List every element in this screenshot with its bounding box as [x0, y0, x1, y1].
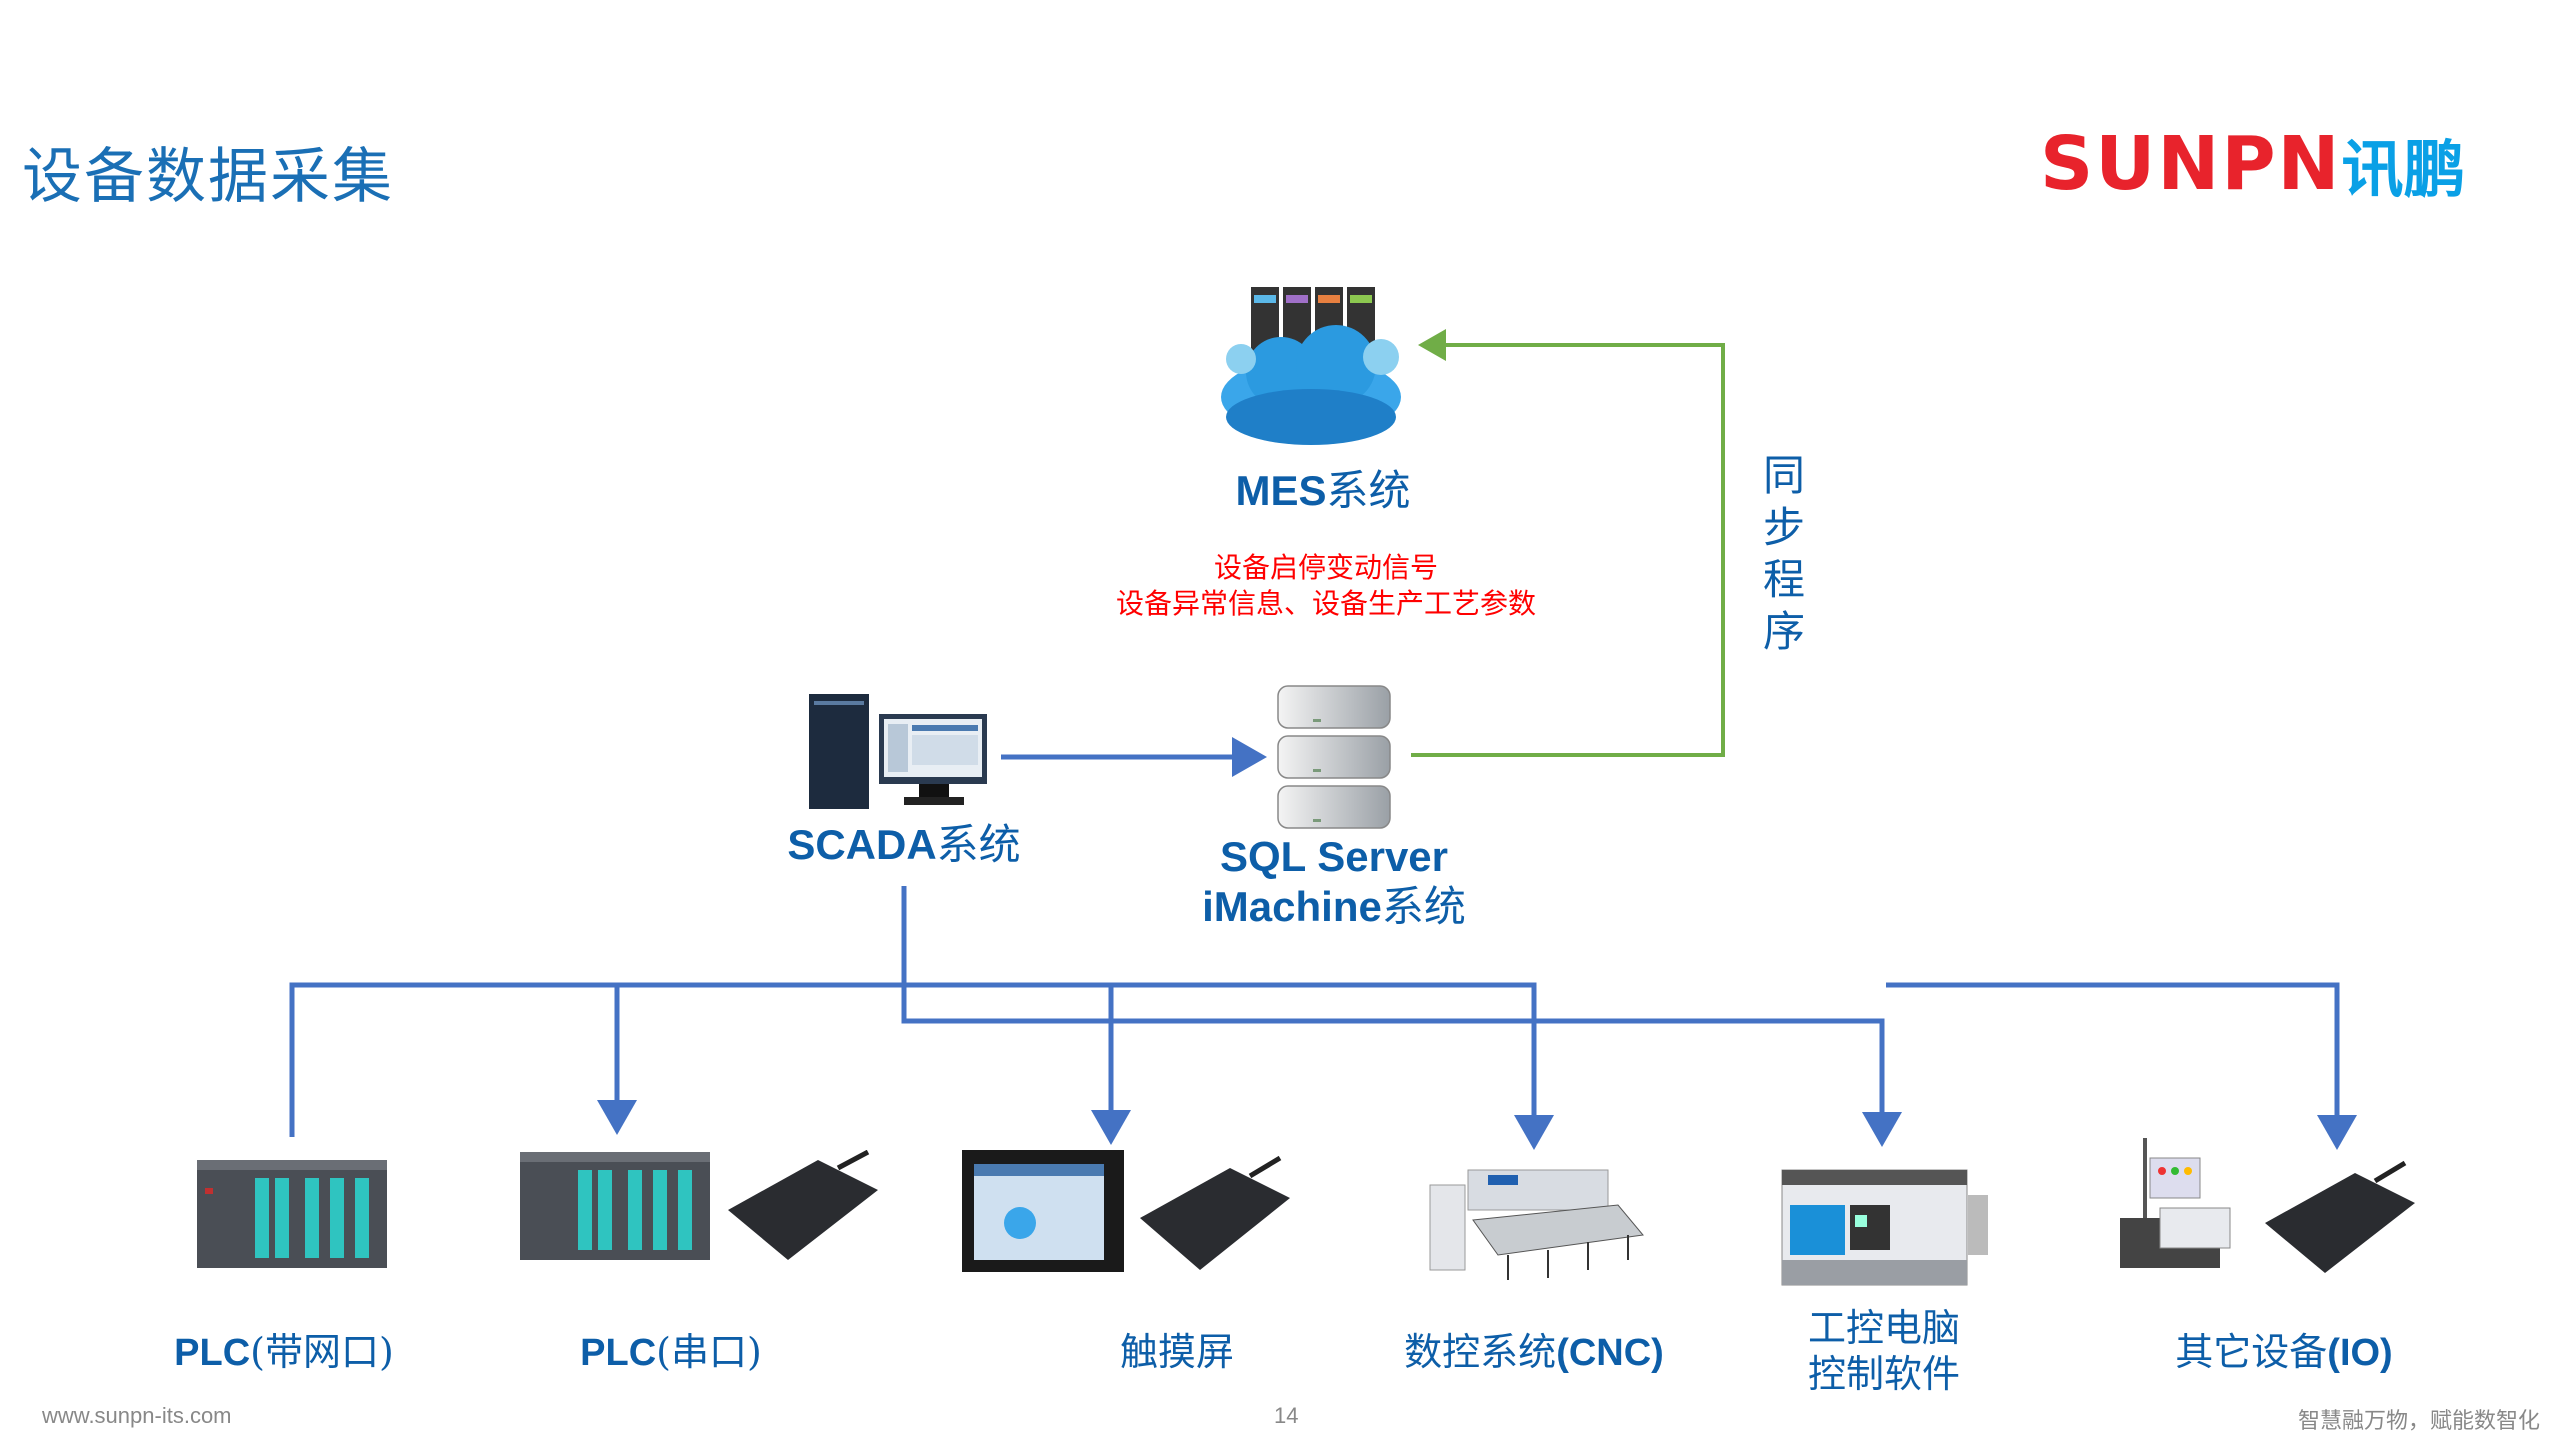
sql-server-label: SQL Server iMachine系统 [1202, 832, 1466, 933]
cnc-machine-icon [1429, 1169, 1644, 1280]
device-label-cnc: 数控系统(CNC) [1404, 1330, 1664, 1374]
sync-arrow [1411, 329, 1725, 757]
device-label-plc-ethernet: PLC(带网口) [174, 1330, 394, 1374]
scada-to-ipc-line [901, 886, 1902, 1147]
database-server-icon [1277, 685, 1391, 829]
device-label-touchscreen: 触摸屏 [1119, 1330, 1235, 1374]
logo-text-en: SUNPN [2040, 121, 2342, 207]
footer-website: www.sunpn-its.com [42, 1403, 232, 1428]
io-device-gateway-icon [2120, 1138, 2415, 1273]
sql-line-1: SQL Server [1219, 833, 1449, 880]
footer-slogan: 智慧融万物，赋能数智化 [2297, 1408, 2540, 1433]
page-number: 14 [1274, 1403, 1299, 1428]
device-label-io: 其它设备(IO) [2175, 1330, 2393, 1374]
sync-program-label: 同步程序 [1762, 451, 1805, 656]
computer-workstation-icon [809, 694, 987, 809]
plc-gateway-icon [520, 1150, 878, 1260]
plc-icon [197, 1160, 387, 1268]
laser-machine-icon [1781, 1169, 1988, 1286]
note-line-1: 设备启停变动信号 [1213, 551, 1439, 584]
device-label-ipc: 工控电脑控制软件 [1807, 1306, 1961, 1396]
bus-line-left [289, 982, 1554, 1150]
note-line-2: 设备异常信息、设备生产工艺参数 [1115, 587, 1537, 620]
mes-label: MES系统 [1235, 466, 1411, 515]
page-title: 设备数据采集 [22, 142, 394, 212]
bus-line-right [1886, 982, 2357, 1150]
sql-line-2: iMachine系统 [1202, 882, 1466, 932]
device-label-plc-serial: PLC(串口) [580, 1330, 762, 1374]
logo-text-cn: 讯鹏 [2341, 133, 2466, 206]
touchscreen-gateway-icon [962, 1150, 1290, 1272]
cloud-server-icon [1221, 287, 1401, 445]
sunpn-logo: SUNPN 讯鹏 [2040, 121, 2466, 207]
scada-label: SCADA系统 [787, 820, 1021, 869]
